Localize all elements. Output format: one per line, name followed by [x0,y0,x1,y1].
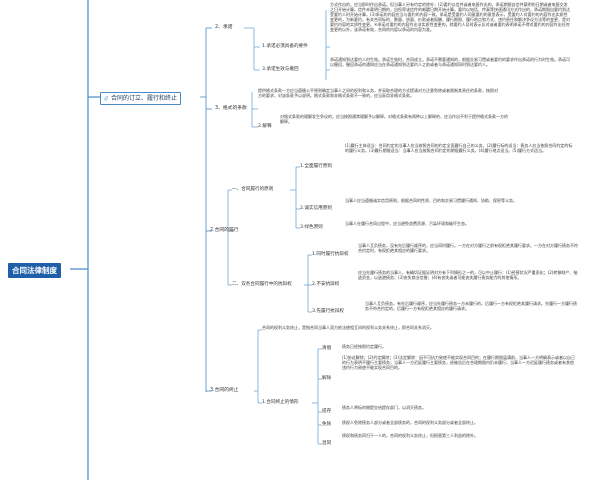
text-rescission: (1)协议解除；(2)约定解除；(3)法定解除：因不可抗力致使不能实现合同目的；… [342,355,575,371]
text-full-performance: (1)履行主体适当：合同约定的当事人应当按照合同的约定全面履行自己的义务。(2)… [345,143,573,154]
item-simultaneous-defense[interactable]: 1.同时履行抗辩权 [312,252,349,257]
item-green-principle[interactable]: 3.绿色原则 [300,225,323,230]
text-simultaneous-defense: 当事人互负债务，没有先后履行顺序的，应当同时履行。一方在对方履行之前有权拒绝其履… [358,243,578,254]
section-termination[interactable]: 3.合同的终止 [210,388,239,393]
text-good-faith: 当事人应当遵循诚实信用原则，根据合同的性质、目的和交易习惯履行通知、协助、保密等… [345,198,517,203]
text-standard-terms-interpretation: 对格式条款的理解发生争议的，应当按照通常理解予以解释。对格式条款有两种以上解释的… [280,114,508,125]
text-deposit: 债务人将标的物提交给提存部门，以消灭债务。 [342,405,426,410]
item-good-faith[interactable]: 2.诚实信用原则 [300,206,332,211]
text-performance-settle: 债务已经按照约定履行。 [342,344,386,349]
item-acceptance-effect[interactable]: 3.承诺生效与撤回 [262,67,299,72]
section-acceptance[interactable]: 2、承诺 [215,25,233,30]
item-merger[interactable]: 混同 [322,441,332,446]
item-deposit[interactable]: 提存 [322,409,332,414]
branch-label: 合同的订立、履行和终止 [111,95,178,102]
text-standard-terms-duty: 提供格式条款一方应当遵循公平原则确定当事人之间的权利和义务，并采取合理的方式提请… [258,88,498,99]
root-node[interactable]: 合同法律制度 [8,263,61,278]
item-termination-circumstances[interactable]: 1.合同终止的情形 [262,400,299,405]
text-termination-definition: 合同的权利义务终止，是指合同当事人双方依法使相互间的权利义务关系终止，即合同关系… [262,325,434,330]
item-performance-principles[interactable]: 一、合同履行的原则 [232,187,274,192]
item-first-performance-defense[interactable]: 3.先履行抗辩权 [312,309,344,314]
text-first-performance-defense: 当事人互负债务，有先后履行顺序，应当先履行债务一方未履行的，后履行一方有权拒绝其… [365,301,577,312]
item-bilateral-defenses[interactable]: 二、双务合同履行中的抗辩权 [232,282,292,287]
text-release: 债权人免除债务人部分或者全部债务的，合同的权利义务部分或者全部终止。 [342,420,478,425]
item-insecurity-defense[interactable]: 2.不安抗辩权 [312,282,340,287]
text-insecurity-defense: 应当先履行债务的当事人，有确切证据证明对方有下列情形之一的，可以中止履行：(1)… [358,270,578,281]
text-acceptance-effect: 承诺通知到达要约人时生效。承诺生效时，合同成立。承诺不需要通知的，根据交易习惯或… [330,57,570,68]
item-standard-terms-interpretation[interactable]: 2.解释 [258,124,272,129]
section-performance[interactable]: 2.合同的履行 [210,228,239,233]
text-merger: 债权和债务同归于一人的，合同的权利义务终止，但损害第三人利益的除外。 [342,433,478,438]
item-release[interactable]: 免除 [322,422,332,427]
item-full-performance[interactable]: 1.全面履行原则 [300,164,332,169]
text-green-principle: 当事人在履行合同过程中，应当避免浪费资源、污染环境和破坏生态。 [345,221,469,226]
text-acceptance-requirements: 方式作出的，应当即时作出承诺。但当事人另有约定的除外；(2)要约以信件或者电报作… [330,2,570,33]
item-rescission[interactable]: 解除 [322,376,332,381]
branch-contract-formation[interactable]: 合同的订立、履行和终止 [100,92,182,106]
item-performance-settle[interactable]: 清偿 [322,346,332,351]
item-acceptance-requirements[interactable]: 1.承诺必须具备的要件 [262,44,308,49]
section-standard-terms[interactable]: 3、格式的条款 [215,106,247,111]
paperclip-icon [104,96,109,101]
